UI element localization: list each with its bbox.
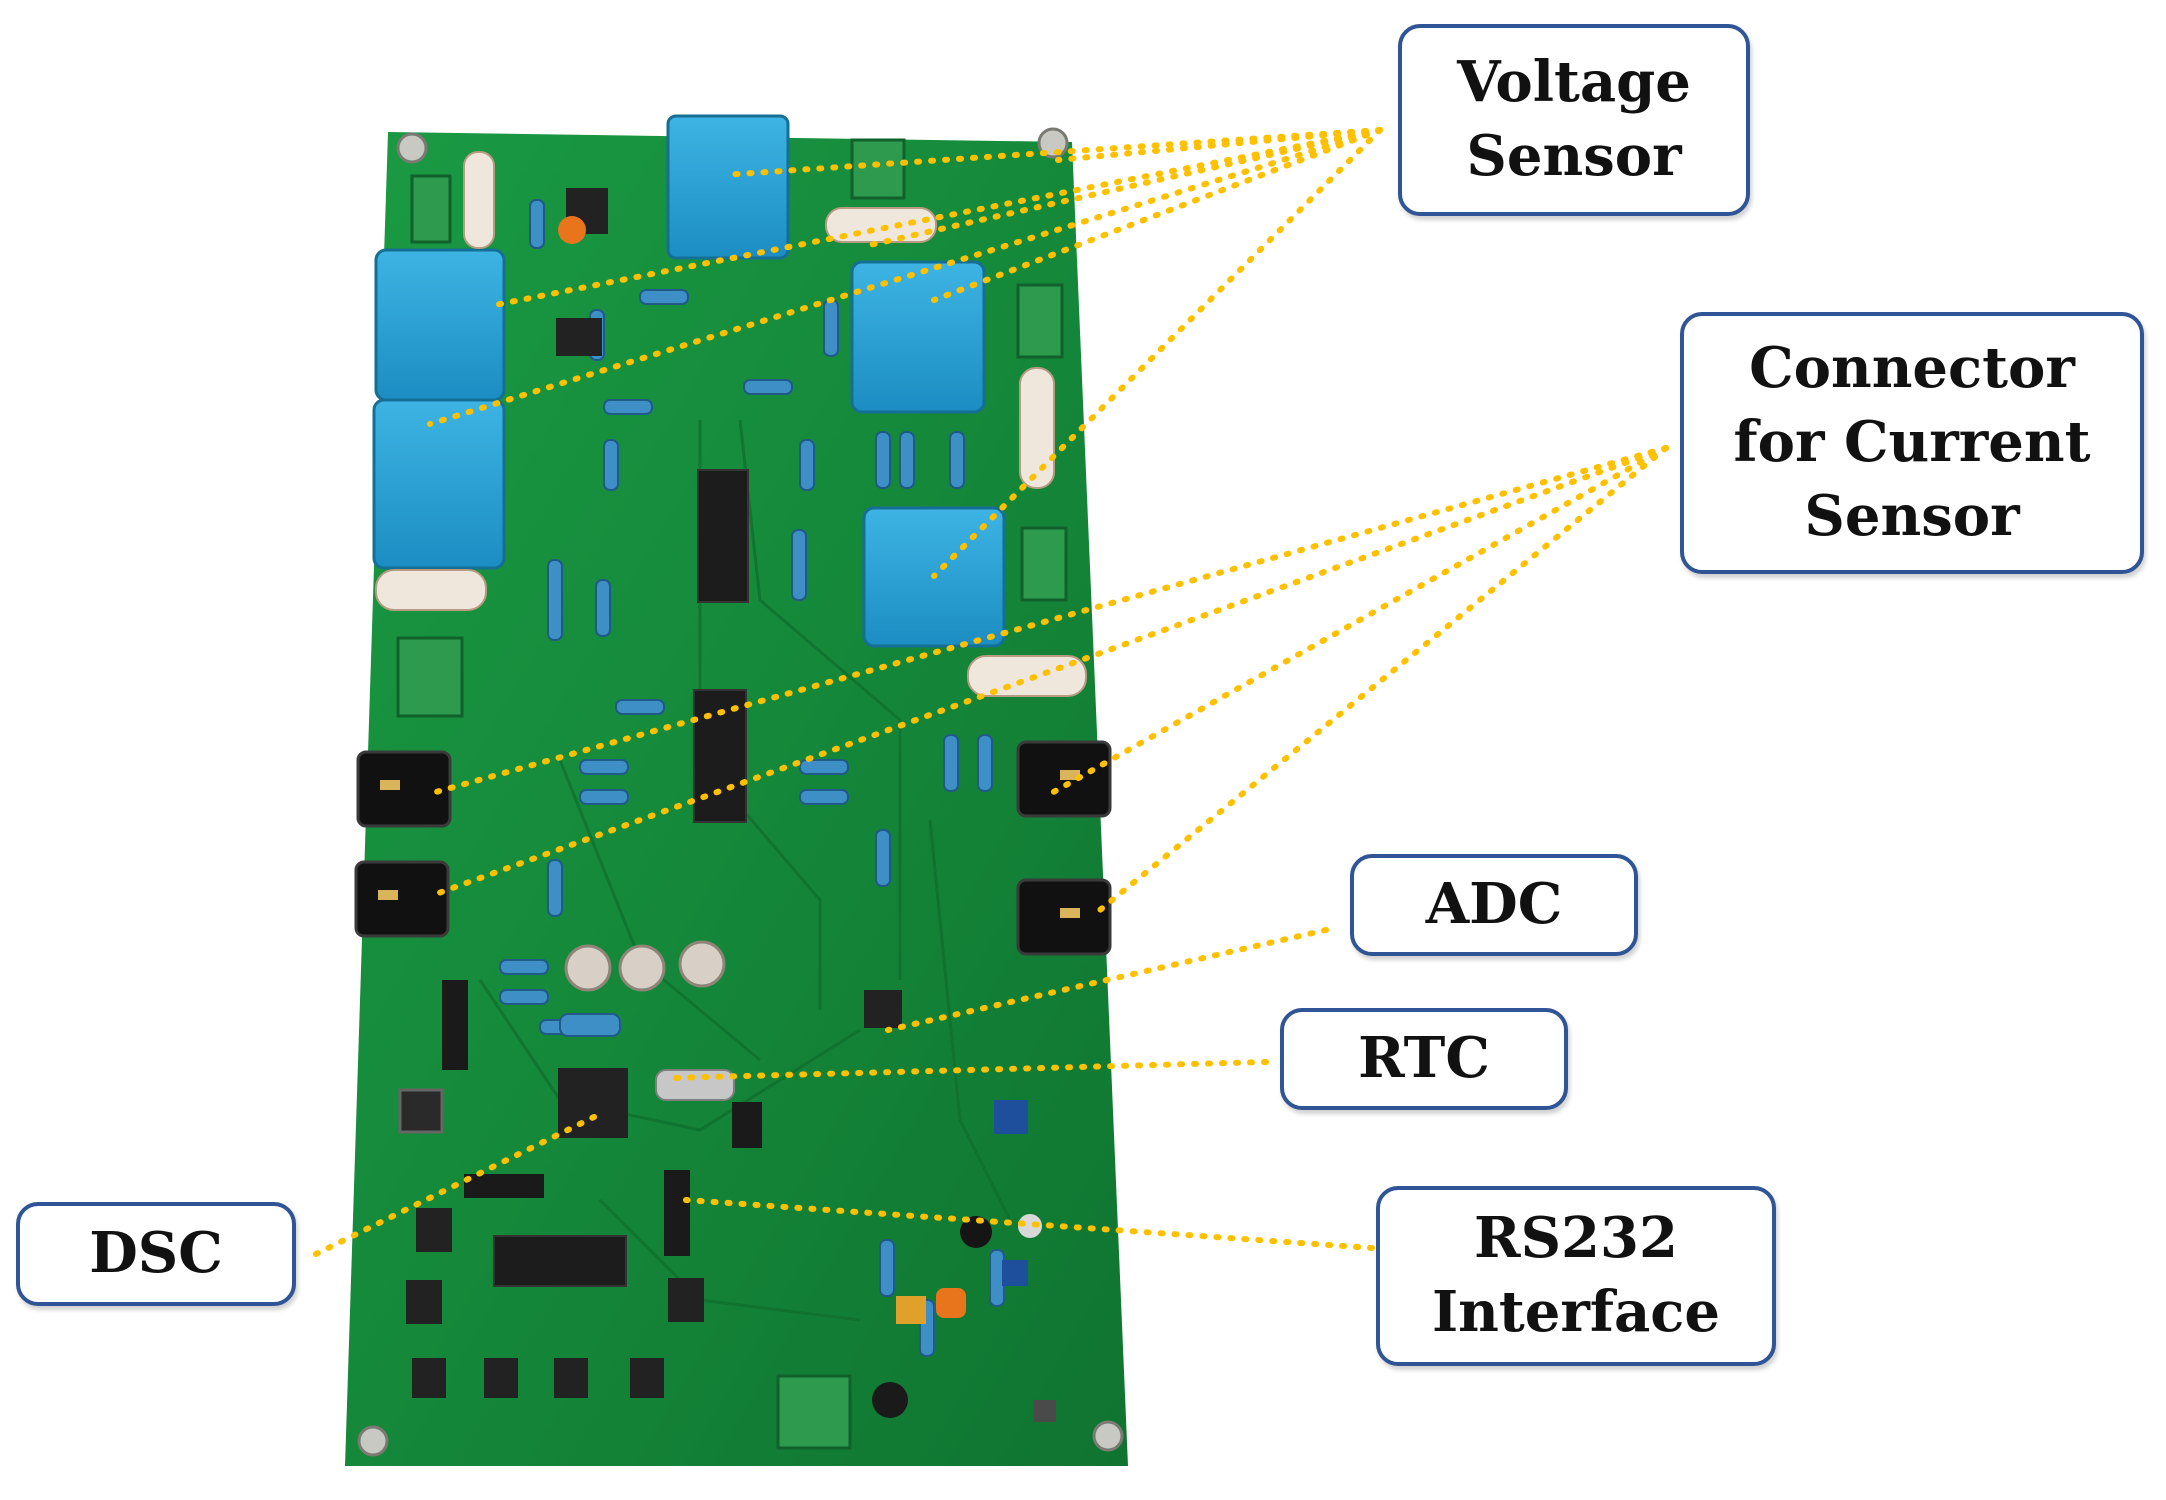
voltage-sensor-leaders — [427, 127, 1383, 579]
voltage-transformers — [372, 114, 1006, 648]
label-dsc: DSC — [16, 1202, 296, 1306]
rtc-leader — [667, 1059, 1269, 1081]
smd-ics — [406, 188, 902, 1398]
potentiometers — [564, 940, 726, 992]
small-resistors — [499, 199, 1005, 1357]
current-connector-leaders — [433, 445, 1669, 913]
rs232-leader — [683, 1197, 1375, 1251]
label-adc: ADC — [1350, 854, 1638, 956]
label-rtc: RTC — [1280, 1008, 1568, 1110]
dsc-leader — [313, 1113, 599, 1257]
label-line: Sensor — [1804, 482, 2020, 549]
capacitors — [558, 216, 1056, 1422]
dip-ics — [493, 469, 749, 1287]
label-line: Voltage — [1457, 49, 1691, 116]
label-line: for Current — [1733, 409, 2091, 476]
label-line: Sensor — [1466, 123, 1682, 189]
pin-headers — [442, 980, 762, 1256]
reset-button — [398, 1088, 444, 1134]
adc-leader — [885, 927, 1329, 1033]
terminal-blocks — [396, 138, 1068, 1450]
label-line: RS232 — [1474, 1205, 1678, 1272]
mounting-screws — [357, 127, 1124, 1457]
label-line: Interface — [1431, 1279, 1720, 1345]
label-line: Connector — [1749, 335, 2075, 402]
label-line: DSC — [89, 1220, 223, 1287]
label-line: RTC — [1358, 1025, 1490, 1092]
label-line: ADC — [1425, 871, 1563, 938]
